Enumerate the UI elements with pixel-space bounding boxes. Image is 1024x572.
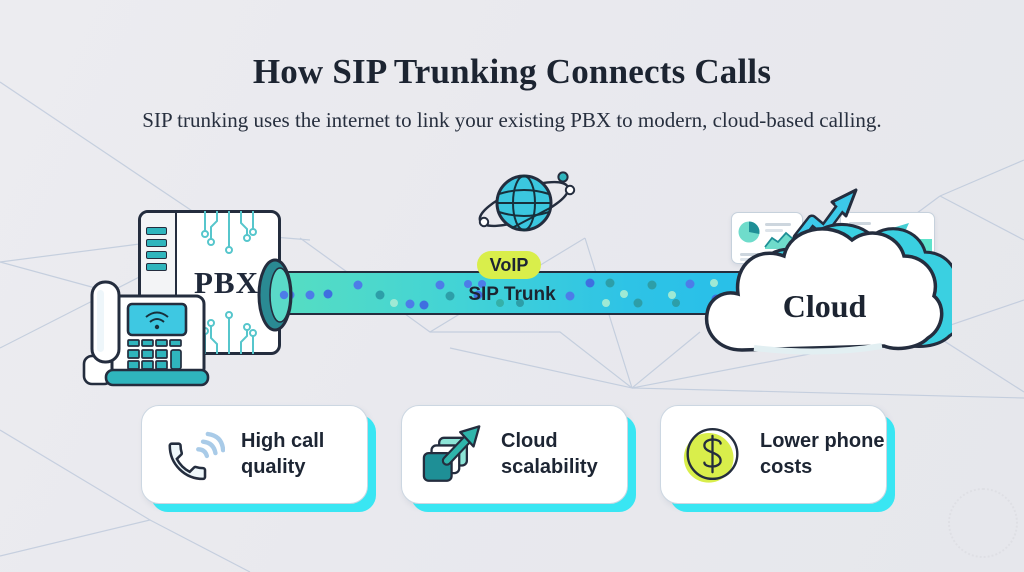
server-slot-bar [146,227,167,235]
internet-globe-icon [478,171,576,232]
phone-handset-waves-icon [168,431,225,480]
feature-card-cloud-scalability: Cloud scalability [401,405,628,504]
page-subtitle: SIP trunking uses the internet to link y… [142,108,882,132]
growth-arrow-icon [792,188,858,244]
stacked-squares-arrow-icon [422,424,481,482]
circuit-traces-top-icon [201,211,257,254]
pipe-opening-icon [257,258,293,332]
voip-badge: VoIP [477,251,541,279]
server-slot-bar [146,251,167,259]
desk-phone-icon [82,280,210,387]
page-title: How SIP Trunking Connects Calls [252,52,772,91]
feature-label: Cloud scalability [501,429,598,478]
server-slot-bar [146,263,167,271]
sip-trunk-label: SIP Trunk [468,284,556,305]
cloud-icon [704,222,952,355]
feature-label: Lower phone costs [760,429,885,478]
feature-label: High call quality [241,429,325,478]
dollar-coin-icon [683,427,739,483]
feature-card-high-call-quality: High call quality [141,405,368,504]
corner-watermark [948,488,1018,558]
cloud-label: Cloud [782,288,867,324]
server-slot-bar [146,239,167,247]
pbx-label: PBX [194,264,259,300]
feature-card-lower-phone-costs: Lower phone costs [660,405,887,504]
